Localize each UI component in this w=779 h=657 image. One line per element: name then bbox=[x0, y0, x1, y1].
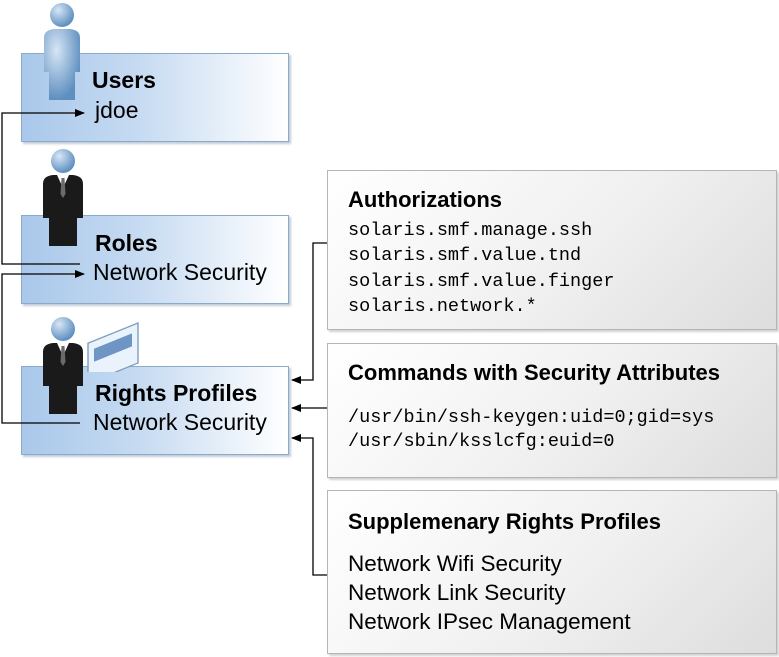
roles-title: Roles bbox=[95, 230, 158, 256]
supplementary-box: Supplemenary Rights Profiles Network Wif… bbox=[327, 490, 777, 654]
profile-icon bbox=[43, 317, 83, 414]
users-value: jdoe bbox=[95, 97, 139, 123]
profiles-to-roles-connector bbox=[1, 270, 85, 424]
commands-box: Commands with Security Attributes /usr/b… bbox=[327, 343, 777, 478]
authorization-item: solaris.network.* bbox=[348, 296, 537, 317]
command-item: /usr/bin/ssh-keygen:uid=0;gid=sys bbox=[348, 407, 715, 428]
rights-profiles-value: Network Security bbox=[93, 409, 267, 435]
authorizations-title: Authorizations bbox=[348, 187, 502, 212]
supplementary-item: Network IPsec Management bbox=[348, 609, 631, 634]
authorization-item: solaris.smf.value.tnd bbox=[348, 245, 582, 266]
supplementary-connector bbox=[291, 434, 327, 576]
supplementary-title: Supplemenary Rights Profiles bbox=[348, 509, 661, 534]
profile-card-icon bbox=[87, 322, 139, 372]
commands-title: Commands with Security Attributes bbox=[348, 360, 721, 385]
supplementary-item: Network Wifi Security bbox=[348, 551, 562, 576]
authorization-item: solaris.smf.manage.ssh bbox=[348, 220, 593, 241]
user-icon bbox=[44, 3, 80, 100]
roles-to-users-connector bbox=[1, 109, 85, 265]
authorizations-box: Authorizations solaris.smf.manage.ssh so… bbox=[327, 170, 777, 330]
supplementary-item: Network Link Security bbox=[348, 580, 566, 605]
authorization-item: solaris.smf.value.finger bbox=[348, 271, 615, 292]
authorizations-connector bbox=[291, 242, 327, 384]
command-item: /usr/sbin/ksslcfg:euid=0 bbox=[348, 431, 615, 452]
roles-box bbox=[21, 215, 289, 304]
role-icon bbox=[43, 149, 83, 246]
rights-profiles-title: Rights Profiles bbox=[95, 380, 258, 406]
users-title: Users bbox=[92, 67, 156, 93]
roles-value: Network Security bbox=[93, 259, 267, 285]
